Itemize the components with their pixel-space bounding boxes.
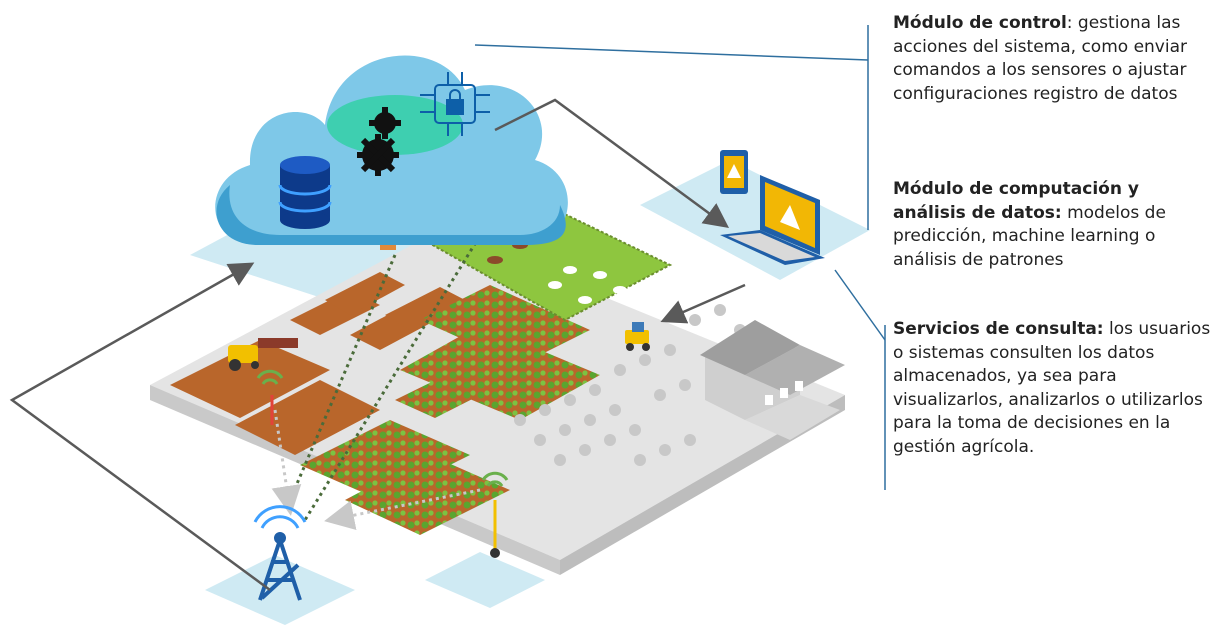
compute-module-title: Módulo de computación y análisis de dato… — [893, 179, 1139, 223]
compute-module-note: Módulo de computación y análisis de dato… — [893, 178, 1215, 272]
sensor-links — [271, 194, 507, 531]
soil-plots — [170, 272, 465, 455]
control-module-text: : gestiona las acciones del sistema, com… — [893, 13, 1187, 104]
security-chip-icon — [420, 72, 490, 136]
crop-fields — [300, 285, 600, 535]
compute-module-text: modelos de predicción, machine learning … — [893, 202, 1166, 270]
query-services-note: Servicios de consulta: los usuarios o si… — [893, 318, 1215, 459]
barn-icon — [700, 320, 845, 440]
gears-icon — [357, 107, 401, 176]
control-module-note: Módulo de control: gestiona las acciones… — [893, 12, 1215, 106]
orchard — [514, 304, 746, 466]
database-icon — [278, 156, 332, 229]
tractor-icon — [228, 338, 298, 371]
tractor-icon-2 — [625, 322, 650, 351]
laptop-alert-icon — [720, 175, 825, 265]
callout-lines — [474, 25, 886, 490]
control-module-title: Módulo de control — [893, 13, 1067, 33]
antenna-tower-icon — [253, 505, 307, 601]
query-services-title: Servicios de consulta: — [893, 319, 1104, 339]
tablet-alert-icon — [720, 150, 748, 194]
data-flow-arrows — [9, 98, 746, 592]
query-services-text: los usuarios o sistemas consulten los da… — [893, 319, 1211, 457]
